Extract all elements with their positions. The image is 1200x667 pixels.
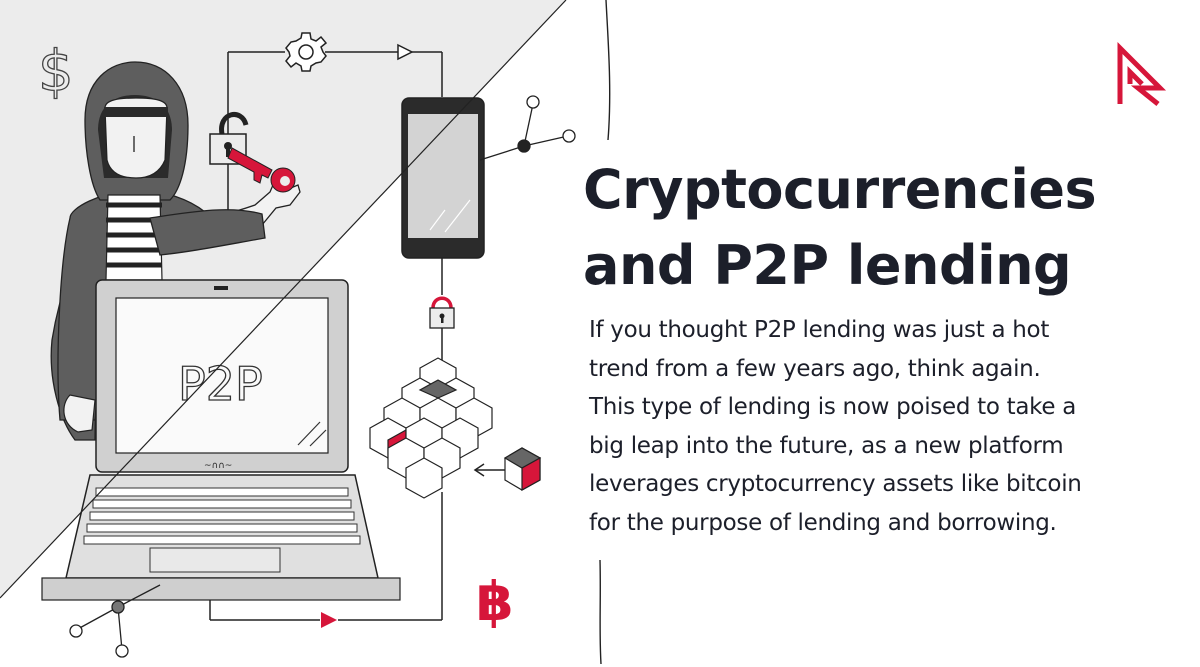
dollar-icon: $ — [37, 38, 74, 104]
circuit-wires — [209, 51, 505, 621]
laptop-icon: P2P ~∩∩~ — [41, 279, 401, 601]
gear-icon — [285, 32, 328, 72]
arrow-icon-top — [397, 43, 414, 61]
key-icon — [227, 147, 296, 193]
arrow-icon-left — [473, 463, 485, 477]
brand-logo-icon — [1117, 41, 1167, 106]
hooded-hacker-figure — [50, 61, 301, 441]
network-node-icon-bottom — [69, 584, 161, 658]
dollar-symbol: $ — [38, 39, 74, 104]
face — [104, 97, 168, 179]
diagonal-boundary-line — [0, 0, 567, 599]
intro-line-6: for the purpose of lending and borrowing… — [589, 509, 1057, 536]
intro-line-4: big leap into the future, as a new platf… — [589, 432, 1064, 459]
intro-line-1: If you thought P2P lending was just a ho… — [589, 317, 1050, 343]
intro-line-5: leverages cryptocurrency assets like bit… — [589, 471, 1082, 497]
arrow-icon-bottom — [321, 612, 337, 628]
network-node-icon — [479, 95, 576, 161]
striped-shirt — [105, 194, 163, 281]
divider-line-bottom — [599, 559, 602, 665]
page-title-line-1: Cryptocurrencies — [583, 158, 1097, 221]
sleeve — [149, 209, 266, 256]
blockchain-cubes-icon — [369, 357, 542, 499]
left-hand — [63, 394, 96, 433]
smartphone-icon — [401, 97, 485, 259]
page-title: Cryptocurrencies and P2P lending — [583, 152, 1183, 304]
divider-line-top — [605, 0, 611, 141]
single-cube-icon — [503, 447, 542, 492]
intro-paragraph: If you thought P2P lending was just a ho… — [589, 311, 1189, 542]
intro-line-2: trend from a few years ago, think again. — [589, 355, 1041, 382]
padlock-icon-small — [429, 296, 455, 329]
bitcoin-icon: ฿ — [476, 570, 514, 633]
page-title-line-2: and P2P lending — [583, 234, 1072, 297]
keyboard-keys — [83, 487, 361, 545]
laptop-brand-mark: ~∩∩~ — [204, 461, 232, 471]
intro-line-3: This type of lending is now poised to ta… — [589, 394, 1077, 420]
